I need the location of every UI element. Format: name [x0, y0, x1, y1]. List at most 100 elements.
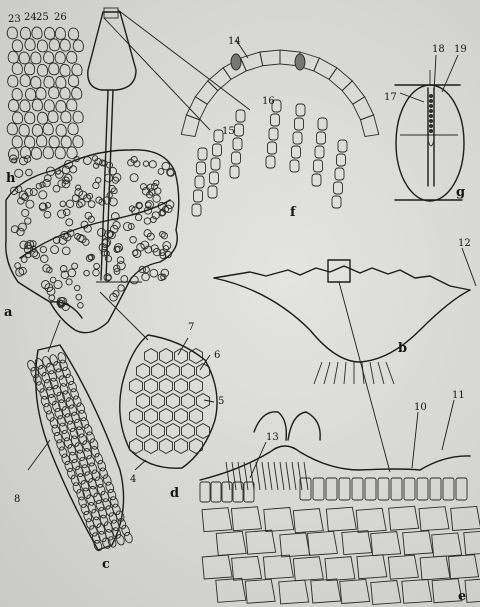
h-cell: [31, 147, 41, 159]
f-column-cell: [235, 124, 244, 136]
a-cell: [26, 200, 34, 208]
a-cell: [76, 294, 82, 300]
a-cell: [76, 185, 81, 190]
a-cell: [78, 303, 84, 309]
h-cell: [43, 147, 53, 159]
h-cell: [12, 136, 22, 148]
f-column-cell: [332, 196, 341, 208]
f-column-cell: [338, 140, 347, 152]
h-cell: [25, 39, 35, 51]
h-cell: [56, 124, 66, 136]
d-cell: [190, 379, 203, 394]
e-parenchyma-cell: [216, 578, 246, 602]
e-palisade-cell: [256, 462, 260, 490]
panel-label-e: e: [458, 589, 466, 604]
g-dot: [429, 94, 432, 97]
e-parenchyma-cell: [465, 578, 480, 602]
h-cell: [67, 99, 77, 111]
h-cell: [19, 52, 29, 64]
a-cell: [75, 285, 80, 290]
e-parenchyma-cell: [231, 507, 261, 531]
h-cell: [12, 112, 22, 124]
a-cell: [36, 183, 42, 189]
c-cell: [107, 488, 117, 501]
e-parenchyma-cell: [326, 507, 356, 531]
label-11: 11: [452, 390, 465, 401]
f-arc-cell: [329, 68, 352, 91]
h-cell: [55, 52, 65, 64]
d-cell: [152, 364, 165, 379]
e-parenchyma-cell: [371, 532, 401, 556]
a-cell: [40, 246, 46, 252]
d-cell: [145, 379, 158, 394]
h-cell: [49, 136, 59, 148]
panel-label-b: b: [398, 341, 407, 356]
f-column-cell: [296, 104, 305, 116]
a-cell: [21, 257, 27, 263]
h-cell: [61, 136, 71, 148]
a-cell: [130, 174, 138, 182]
a-cell: [86, 255, 92, 261]
a-cell: [41, 255, 49, 263]
d-cell: [145, 439, 158, 454]
h-cell: [25, 88, 35, 100]
b-hair: [334, 362, 338, 384]
d-cell: [137, 394, 150, 409]
label-17: 17: [384, 92, 397, 103]
e-parenchyma-cell: [264, 508, 294, 532]
h-cell: [7, 27, 17, 39]
e-parenchyma-cell: [293, 509, 323, 533]
h-cell: [61, 111, 71, 123]
c-cell: [123, 531, 133, 544]
a-cell: [121, 276, 128, 283]
f-column-cell: [233, 138, 242, 150]
a-cell: [44, 175, 51, 182]
g-dot: [429, 114, 432, 117]
a-cell: [96, 177, 101, 182]
c-cell: [97, 459, 107, 472]
h-cell: [72, 64, 82, 76]
b-hair: [378, 362, 384, 384]
a-cell: [150, 269, 158, 277]
panel-label-g: g: [456, 185, 465, 200]
h-cell: [72, 87, 82, 99]
label-25: 25: [36, 12, 49, 23]
e-epidermal-cell: [244, 482, 254, 502]
f-column-cell: [192, 204, 201, 216]
a-cell: [66, 279, 72, 285]
label-24: 24: [24, 12, 37, 23]
label-15: 15: [222, 126, 235, 137]
e-palisade-cell: [280, 462, 284, 490]
f-column-cell: [230, 166, 239, 178]
d-cell: [167, 394, 180, 409]
h-cell: [37, 112, 47, 124]
h-cell: [20, 75, 30, 87]
e-parenchyma-cell: [293, 557, 323, 581]
e-epidermal-cell: [417, 478, 428, 500]
e-palisade-cell: [304, 462, 308, 490]
h-cell: [43, 123, 53, 135]
e-palisade-cell: [262, 462, 266, 490]
e-parenchyma-cell: [357, 555, 387, 579]
panel-c-cell-strip: [26, 345, 133, 552]
d-cell: [167, 364, 180, 379]
e-parenchyma-cell: [451, 506, 480, 530]
e-epidermal-cell: [339, 478, 350, 500]
e-parenchyma-cell: [340, 579, 370, 603]
a-cell: [22, 209, 29, 216]
a-cell: [154, 180, 159, 185]
f-dark-cell: [231, 54, 241, 70]
e-parenchyma-cell: [232, 556, 262, 580]
d-cell: [160, 349, 173, 364]
label-13: 13: [266, 432, 279, 443]
a-cell: [142, 273, 150, 281]
d-cell: [152, 394, 165, 409]
a-cell: [68, 269, 76, 277]
f-column-cell: [269, 128, 278, 140]
d-cell: [190, 439, 203, 454]
a-cell: [63, 209, 70, 216]
a-cell: [112, 177, 118, 183]
h-cell: [7, 123, 17, 135]
